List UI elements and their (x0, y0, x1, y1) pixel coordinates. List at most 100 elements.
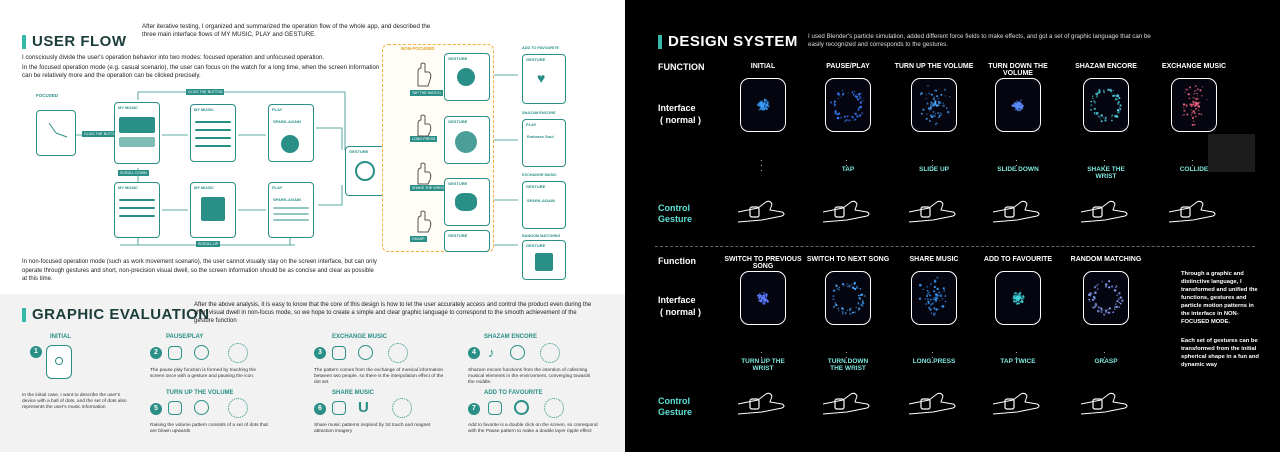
peanut-result-icon (388, 343, 408, 363)
side-text-2: Each set of gestures can be transformed … (1181, 338, 1259, 368)
my-music-screen-4[interactable]: MY MUSIC (190, 182, 236, 238)
connector-dots: ··· (1191, 156, 1194, 175)
my-music-screen-3[interactable]: MY MUSIC (114, 182, 160, 238)
top-function-name: TURN DOWN THE VOLUME (988, 63, 1048, 77)
user-flow-p1: I consciously divide the user's operatio… (22, 54, 325, 61)
eval-title-3: EXCHANGE MUSIC (332, 334, 388, 340)
bottom-function-name: SWITCH TO PREVIOUS SONG (724, 256, 802, 270)
control-label-1b: Gesture (658, 214, 693, 224)
particle-cloud (919, 85, 951, 126)
list-line (119, 215, 155, 217)
screen-title: MY MUSIC (194, 185, 214, 190)
grasp-hand-icon (417, 210, 432, 233)
random-screen[interactable]: GESTURE (522, 240, 566, 280)
heart-icon: ♥ (537, 70, 546, 86)
particle-cloud (918, 276, 947, 317)
screen-title: MY MUSIC (118, 105, 138, 110)
gesture-screen-3[interactable]: GESTURE (444, 178, 490, 226)
hand-gesture-icon (821, 190, 873, 230)
flow-label-1: CLICK THE BUTTON (82, 131, 121, 137)
double-ring-icon (514, 400, 529, 415)
top-particle-screen (1083, 78, 1129, 132)
hand-gesture-icon (1079, 382, 1131, 422)
watch-face-screen (36, 110, 76, 156)
collide-icon (358, 345, 373, 360)
eval-title-1: INITIAL (50, 334, 71, 340)
particle-cloud (756, 98, 770, 111)
shazam-screen[interactable]: PLAY Embrace Soul (522, 119, 566, 167)
play-screen-1[interactable]: PLAY SPARK-AGAIN (268, 104, 314, 162)
top-particle-screen (740, 78, 786, 132)
left-page: USER FLOW After iterative testing, I org… (0, 0, 625, 452)
add-fav-screen[interactable]: GESTURE ♥ (522, 54, 566, 104)
eval-text-3: The pattern comes from the exchange of m… (314, 368, 444, 385)
connector-dots: ··· (760, 348, 763, 367)
gesture-screen-1[interactable]: GESTURE (444, 53, 490, 101)
ripple-result-icon (228, 343, 248, 363)
tap-gesture-icon (168, 346, 182, 360)
connector-dots: ··· (1015, 156, 1018, 175)
interface-sub-1: ( normal ) (660, 115, 702, 125)
eval-title-5: TURN UP THE VOLUME (166, 390, 234, 396)
screen-title: GESTURE (448, 56, 468, 61)
top-function-name: SHAZAM ENCORE (1075, 63, 1137, 70)
graphic-eval-intro: After the above analysis, it is easy to … (194, 302, 592, 324)
connector-dots: ··· (931, 156, 934, 175)
play-screen-2[interactable]: PLAY SPARK-AGAIN (268, 182, 314, 238)
list-line (119, 207, 155, 209)
pause-button[interactable] (281, 135, 299, 153)
screen-title: GESTURE (448, 119, 468, 124)
double-tap-icon (488, 401, 502, 415)
gesture-center-screen[interactable]: GESTURE (345, 146, 385, 196)
screen-title: GESTURE (349, 149, 369, 154)
eval-title-6: SHARE MUSIC (332, 390, 375, 396)
bottom-function-name: SHARE MUSIC (909, 256, 959, 263)
bottom-particle-screen (740, 271, 786, 325)
particle-cloud (757, 291, 769, 305)
particle-cloud (1180, 85, 1208, 126)
bottom-gesture-label: LONG PRESS (912, 358, 956, 365)
pause-icon (194, 345, 209, 360)
row-divider (655, 246, 1255, 247)
list-line (195, 137, 231, 139)
press-icon (332, 401, 346, 415)
screen-title: GESTURE (526, 184, 546, 189)
bottom-gesture-label: GRASP (1094, 358, 1118, 365)
hand-gesture-icon (736, 190, 788, 230)
my-music-screen-1[interactable]: MY MUSIC (114, 102, 160, 164)
hand-gesture-icon (907, 190, 959, 230)
particle-cloud (1012, 291, 1025, 306)
press-hand-icon (417, 114, 432, 137)
gesture-ring-icon (355, 161, 375, 181)
top-gesture-label: SLIDE UP (919, 166, 949, 173)
top-gesture-label: TAP (841, 166, 855, 173)
control-label-1a: Control (658, 203, 690, 213)
lyric-line (273, 213, 309, 215)
hand-gesture-icon (736, 382, 788, 422)
gesture-screen-2[interactable]: GESTURE (444, 116, 490, 164)
album-art (201, 197, 225, 221)
eval-num-3: 3 (314, 347, 326, 359)
non-focused-label: NON-FOCUSED (401, 46, 435, 51)
user-flow-p2: In the focused operation mode (e.g. casu… (22, 64, 380, 79)
converge-result-icon (540, 343, 560, 363)
connector-dots: ··· (1015, 348, 1018, 367)
clock-hands-icon (48, 122, 68, 138)
my-music-screen-2[interactable]: MY MUSIC (190, 104, 236, 162)
user-flow-title: USER FLOW (32, 33, 127, 50)
gesture-screen-4[interactable]: GESTURE (444, 230, 490, 252)
lyric-line (273, 219, 309, 221)
converge-icon (510, 345, 525, 360)
eval-title-2: PAUSE/PLAY (166, 334, 204, 340)
eval-title-4: SHAZAM ENCORE (484, 334, 538, 340)
heading-bar (22, 307, 26, 322)
exchange-screen[interactable]: GESTURE SPARK-AGAIN (522, 181, 566, 229)
bottom-function-name: ADD TO FAVOURITE (983, 256, 1053, 263)
bottom-particle-screen (1083, 271, 1129, 325)
album-block (119, 117, 155, 133)
top-function-name: EXCHANGE MUSIC (1161, 63, 1227, 70)
screen-title: PLAY (272, 185, 283, 190)
screen-title: GESTURE (526, 243, 546, 248)
shazam-label: SHAZAM ENCORE (522, 111, 556, 115)
interface-label-2: Interface (658, 295, 696, 305)
